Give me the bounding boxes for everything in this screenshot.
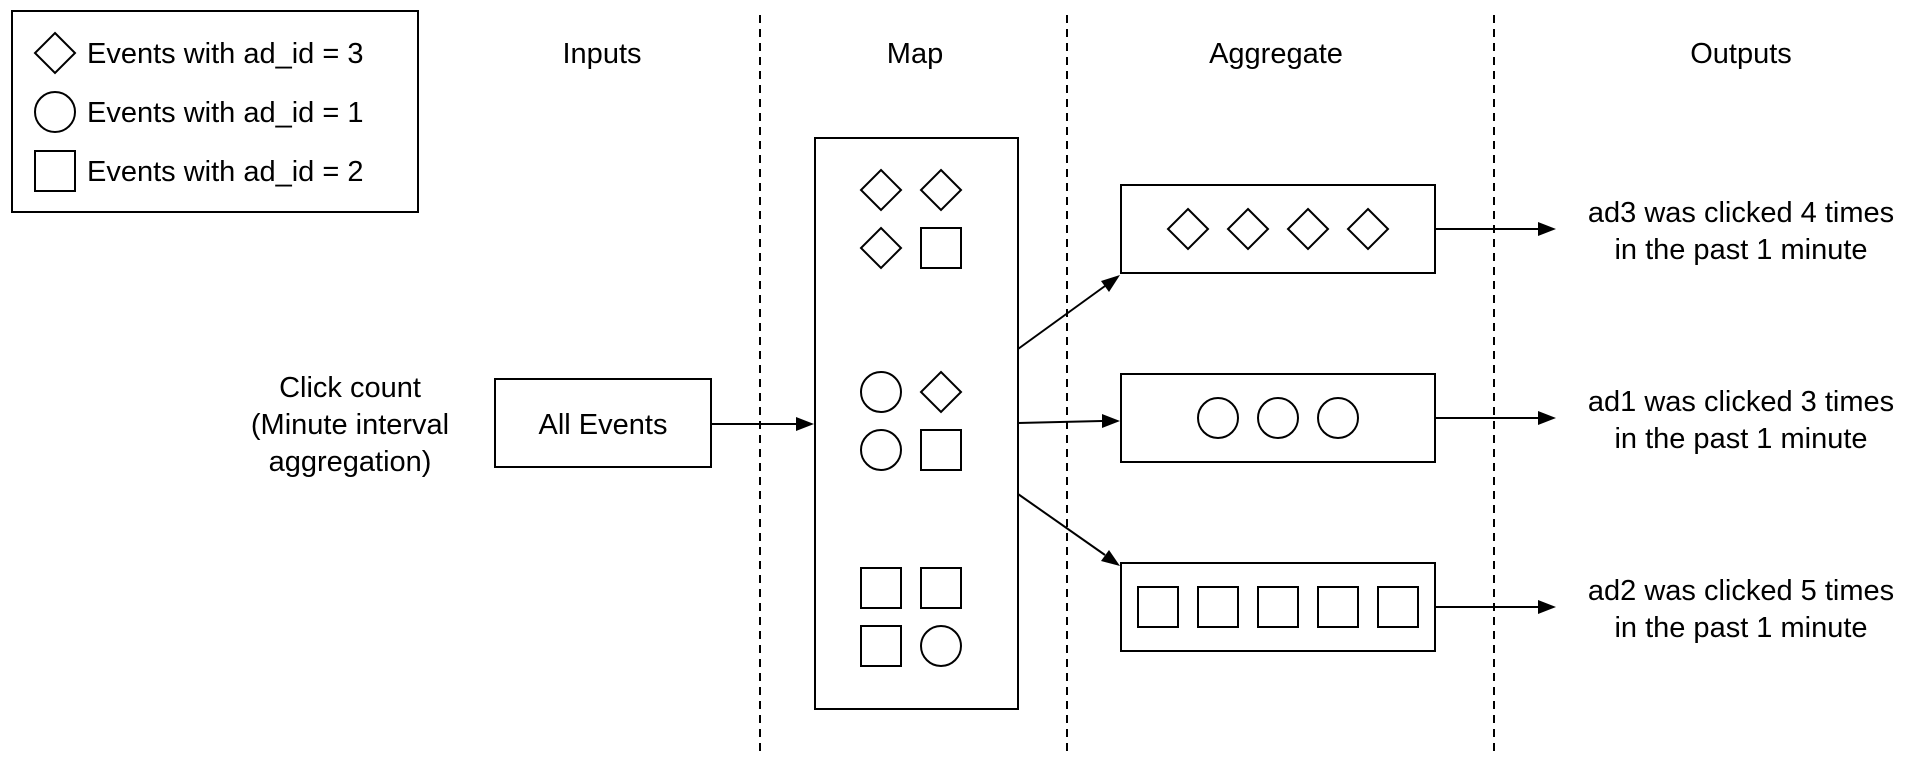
map-group-3-circle-icon	[920, 625, 962, 667]
map-group-2-circle-icon	[860, 429, 902, 471]
input-node-box	[494, 378, 712, 468]
arrowhead-input-to-map	[796, 417, 814, 431]
edge-map-to-aggregate-ad1	[1017, 420, 1103, 424]
map-group-2-diamond-icon	[919, 370, 963, 414]
map-group-3-square-icon	[860, 625, 902, 667]
legend: Events with ad_id = 3 Events with ad_id …	[11, 10, 419, 213]
aggregate-circle-icon	[1317, 397, 1359, 439]
map-group-1-diamond-icon	[859, 226, 903, 270]
column-heading-outputs: Outputs	[1690, 38, 1792, 70]
aggregate-square-icon	[1257, 586, 1299, 628]
source-label-line-1: Click count	[279, 372, 421, 404]
map-group-3-square-icon	[860, 567, 902, 609]
map-group-2-square-icon	[920, 429, 962, 471]
input-node-label: All Events	[539, 409, 668, 441]
column-heading-map: Map	[887, 38, 943, 70]
map-node-box	[814, 137, 1019, 710]
aggregate-diamond-icon	[1166, 207, 1210, 251]
output-ad3-line-1: ad3 was clicked 4 times	[1588, 197, 1894, 229]
legend-label-diamond: Events with ad_id = 3	[87, 38, 363, 70]
source-label-line-2: (Minute interval	[251, 409, 449, 441]
output-ad1-line-1: ad1 was clicked 3 times	[1588, 386, 1894, 418]
arrowhead-aggregate-ad1-to-output	[1538, 411, 1556, 425]
legend-label-circle: Events with ad_id = 1	[87, 97, 363, 129]
output-ad3-line-2: in the past 1 minute	[1614, 234, 1867, 266]
arrowhead-aggregate-ad3-to-output	[1538, 222, 1556, 236]
arrowhead-aggregate-ad2-to-output	[1538, 600, 1556, 614]
aggregate-diamond-icon	[1346, 207, 1390, 251]
output-ad1-line-2: in the past 1 minute	[1614, 423, 1867, 455]
map-group-1-diamond-icon	[919, 168, 963, 212]
edge-map-to-aggregate-ad3	[1017, 285, 1106, 350]
output-ad2-line-2: in the past 1 minute	[1614, 612, 1867, 644]
map-group-1-square-icon	[920, 227, 962, 269]
map-group-3-square-icon	[920, 567, 962, 609]
column-heading-inputs: Inputs	[563, 38, 642, 70]
arrowhead-map-to-aggregate-ad1	[1102, 414, 1120, 428]
legend-square-icon	[34, 150, 76, 192]
output-ad2-line-1: ad2 was clicked 5 times	[1588, 575, 1894, 607]
aggregate-diamond-icon	[1226, 207, 1270, 251]
aggregate-square-icon	[1377, 586, 1419, 628]
edge-map-to-aggregate-ad2	[1017, 493, 1106, 556]
arrowhead-map-to-aggregate-ad3	[1101, 275, 1120, 292]
aggregate-square-icon	[1197, 586, 1239, 628]
map-group-1-diamond-icon	[859, 168, 903, 212]
legend-circle-icon	[34, 91, 76, 133]
aggregate-circle-icon	[1197, 397, 1239, 439]
arrowhead-map-to-aggregate-ad2	[1101, 550, 1120, 566]
source-label-line-3: aggregation)	[269, 446, 432, 478]
legend-box	[11, 10, 419, 213]
aggregate-diamond-icon	[1286, 207, 1330, 251]
aggregate-square-icon	[1137, 586, 1179, 628]
aggregate-square-icon	[1317, 586, 1359, 628]
legend-diamond-icon	[33, 31, 77, 75]
column-heading-aggregate: Aggregate	[1209, 38, 1343, 70]
edges	[711, 222, 1556, 614]
legend-label-square: Events with ad_id = 2	[87, 156, 363, 188]
aggregate-circle-icon	[1257, 397, 1299, 439]
map-group-2-circle-icon	[860, 371, 902, 413]
